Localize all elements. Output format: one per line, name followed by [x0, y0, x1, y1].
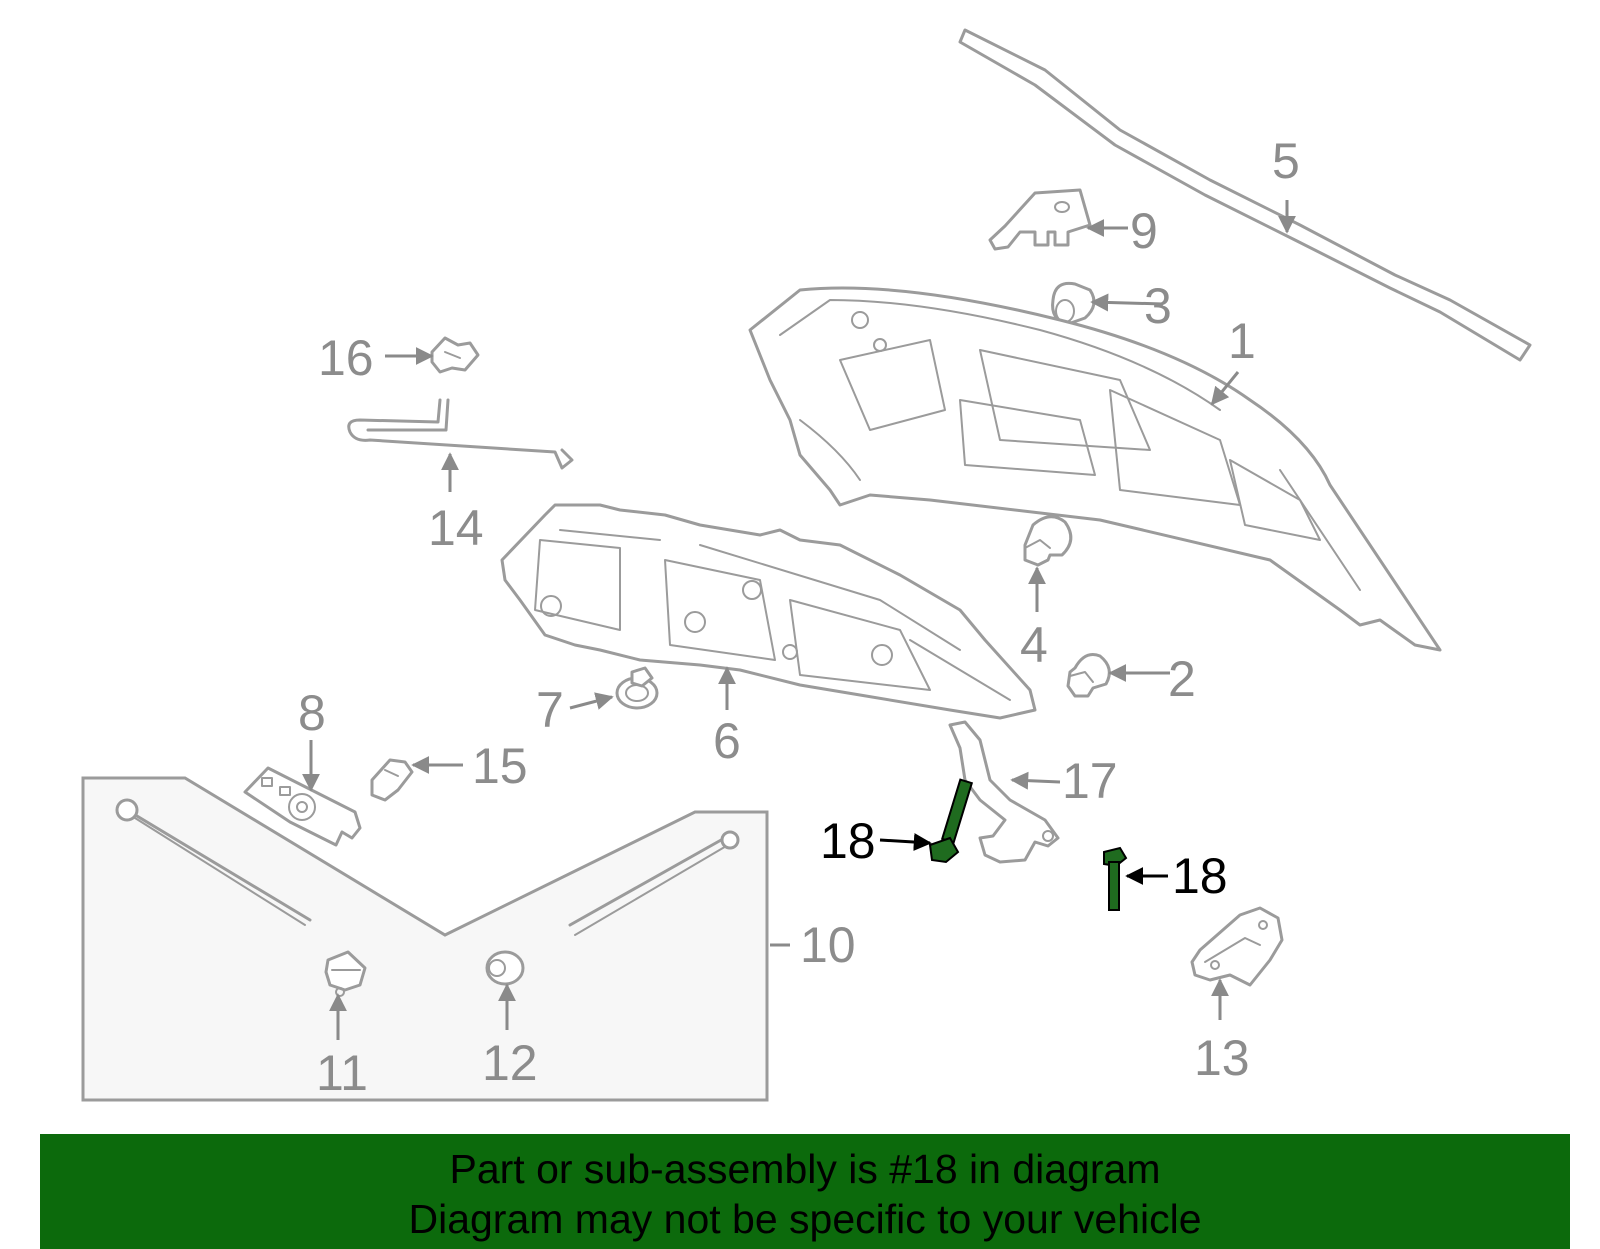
part-14-prop-rod [347, 398, 574, 470]
part-17-hinge [948, 720, 1060, 864]
part-13-latch [1190, 906, 1284, 987]
leader-lines [302, 200, 1296, 1040]
part-1-hood [748, 286, 1442, 652]
part-18-bolt-a [928, 778, 974, 864]
callout-16: 16 [318, 330, 374, 386]
gas-strut-left [115, 798, 312, 926]
callout-13: 13 [1194, 1030, 1250, 1086]
part-7-retainer [615, 666, 659, 710]
info-banner: Part or sub-assembly is #18 in diagram D… [40, 1134, 1570, 1249]
part-9-bracket [988, 188, 1092, 251]
part-2-nut [1066, 653, 1111, 698]
callout-18-b: 18 [1172, 848, 1228, 904]
banner-line-2: Diagram may not be specific to your vehi… [408, 1196, 1202, 1242]
callout-5: 5 [1272, 133, 1300, 189]
banner-line-1: Part or sub-assembly is #18 in diagram [449, 1146, 1161, 1192]
part-15-clip [370, 758, 414, 802]
callout-7: 7 [536, 682, 564, 738]
callout-11: 11 [316, 1045, 368, 1101]
part-16-clip [430, 336, 480, 374]
part-4-grommet [1023, 515, 1073, 567]
callout-3: 3 [1144, 278, 1172, 334]
callout-9: 9 [1130, 203, 1158, 259]
callout-18-a: 18 [820, 813, 876, 869]
callout-1: 1 [1228, 313, 1256, 369]
callout-10: 10 [800, 917, 856, 973]
callout-17: 17 [1062, 753, 1118, 809]
callout-14: 14 [428, 500, 484, 556]
gas-strut-right [568, 830, 740, 936]
callout-12: 12 [482, 1035, 538, 1091]
callout-labels: 1 2 3 4 5 6 7 8 9 10 11 12 13 14 15 16 1… [298, 133, 1300, 1101]
part-5-seal [958, 28, 1532, 362]
part-12-bushing [485, 950, 525, 986]
part-6-insulator [500, 503, 1037, 720]
callout-15: 15 [472, 738, 528, 794]
callout-4: 4 [1020, 617, 1048, 673]
part-3-bumper [1051, 281, 1096, 326]
part-18-bolt-b [1103, 846, 1128, 911]
part-11-clip [324, 950, 367, 997]
callout-6: 6 [713, 713, 741, 769]
callout-2: 2 [1168, 651, 1196, 707]
callout-8: 8 [298, 685, 326, 741]
subassembly-box-10 [81, 776, 769, 1102]
